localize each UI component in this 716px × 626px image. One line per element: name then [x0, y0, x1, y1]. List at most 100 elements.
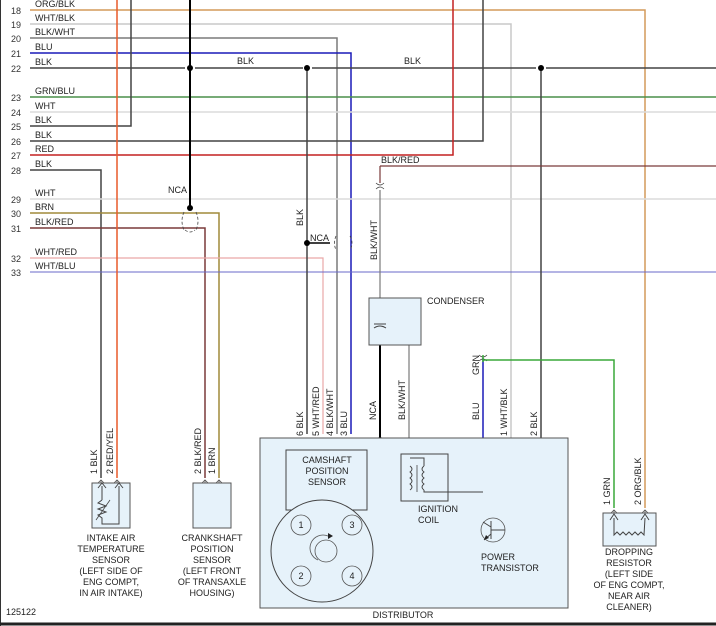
wire-30-brn — [30, 212, 220, 478]
iat-label-line-1: INTAKE AIR — [87, 533, 136, 543]
rotor-arrow-icon — [328, 533, 333, 539]
row-label-25: BLK — [35, 115, 52, 125]
wire-26-blk — [30, 0, 484, 142]
ckp-label-line-4: (LEFT FRONT — [183, 566, 242, 576]
row-number-31: 31 — [11, 224, 21, 234]
diagram-id: 125122 — [6, 607, 36, 617]
cap-terminal-2 — [290, 565, 312, 587]
label-nca-left: NCA — [168, 185, 187, 195]
row-label-23: GRN/BLU — [35, 86, 75, 96]
row-label-22: BLK — [35, 57, 52, 67]
dropping-resistor-label-line-2: RESISTOR — [606, 558, 652, 568]
label-blu: BLU — [471, 402, 481, 420]
camshaft-label-line-1: CAMSHAFT — [302, 455, 352, 465]
label-blk-vertical: BLK — [295, 209, 305, 226]
ignition-coil-label-2: COIL — [418, 515, 439, 525]
wire-18-org-blk — [30, 9, 646, 508]
dropping-resistor-label-line-3: (LEFT SIDE — [605, 569, 653, 579]
wire-25-blk — [30, 0, 132, 127]
nca-connector-left — [181, 211, 199, 233]
dropping-resistor-label-line-6: CLEANER) — [606, 602, 652, 612]
ckp-label-line-3: SENSOR — [193, 555, 232, 565]
label-bus-blk-2: BLK — [404, 56, 421, 66]
harness-rows: 18ORG/BLK19WHT/BLK20BLK/WHT21BLU22BLK23G… — [11, 0, 77, 278]
distributor-title: DISTRIBUTOR — [373, 610, 434, 620]
row-number-27: 27 — [11, 151, 21, 161]
camshaft-label-line-2: POSITION — [305, 466, 348, 476]
iat-label-line-3: SENSOR — [92, 555, 131, 565]
dr-pin2-label: 2 ORG/BLK — [633, 457, 643, 505]
row-number-26: 26 — [11, 137, 21, 147]
row-label-31: BLK/RED — [35, 217, 74, 227]
coil-primary-icon — [409, 465, 413, 491]
nca-dot-left — [187, 205, 193, 211]
rotor-icon — [314, 539, 338, 563]
label-blk-wht-vertical: BLK/WHT — [369, 219, 379, 260]
iat-label-line-4: (LEFT SIDE OF — [79, 566, 143, 576]
crankshaft-position-sensor[interactable] — [192, 482, 232, 529]
coil-wiring — [410, 457, 483, 493]
row-number-24: 24 — [11, 108, 21, 118]
wire-27-red — [30, 0, 454, 156]
row-label-30: BRN — [35, 202, 54, 212]
dist-pin-1-label: 1 WHT/BLK — [499, 388, 509, 436]
row-label-26: BLK — [35, 130, 52, 140]
splice-dot-mid — [304, 65, 310, 71]
dropping-resistor[interactable] — [602, 512, 657, 547]
thermistor-icon — [96, 482, 124, 525]
rotor-direction-icon — [309, 534, 329, 561]
ckp-label-line-1: CRANKSHAFT — [181, 533, 243, 543]
dr-pin1-label: 1 GRN — [602, 477, 612, 505]
thermistor-arrow-icon — [95, 499, 111, 521]
dist-pin-6-label: 6 BLK — [295, 411, 305, 436]
camshaft-label-line-3: SENSOR — [308, 477, 347, 487]
dropping-resistor-label-line-1: DROPPING — [605, 547, 653, 557]
iat-pin1-label: 1 BLK — [89, 449, 99, 474]
row-label-33: WHT/BLU — [35, 261, 76, 271]
distributor[interactable] — [259, 437, 569, 609]
dropping-resistor-box — [602, 512, 657, 547]
row-label-19: WHT/BLK — [35, 13, 75, 23]
row-number-19: 19 — [11, 20, 21, 30]
row-number-22: 22 — [11, 64, 21, 74]
cap-terminal-label-2: 2 — [298, 571, 303, 581]
cap-terminal-1 — [290, 514, 312, 536]
iat-pin2-label: 2 RED/YEL — [105, 428, 115, 474]
ckp-label-line-6: HOUSING) — [190, 588, 235, 598]
label-blk-red-top: BLK/RED — [381, 155, 420, 165]
row-number-25: 25 — [11, 122, 21, 132]
wire-19-wht-blk — [30, 23, 512, 455]
splice-dot-left — [187, 65, 193, 71]
row-label-24: WHT — [35, 101, 56, 111]
dropping-resistor-label-line-4: OF ENG COMPT, — [593, 580, 664, 590]
dist-pin-3-label: 3 BLU — [339, 411, 349, 436]
ckp-label-line-2: POSITION — [190, 544, 233, 554]
label-bus-blk-1: BLK — [237, 56, 254, 66]
label-nca-ground: NCA — [368, 401, 378, 420]
ckp-label-line-5: OF TRANSAXLE — [178, 577, 246, 587]
iat-label-line-6: IN AIR INTAKE) — [79, 588, 142, 598]
row-number-29: 29 — [11, 195, 21, 205]
nca-connector-mid — [334, 235, 353, 251]
ignition-coil-label-1: IGNITION — [418, 504, 458, 514]
dropping-resistor-label-line-5: NEAR AIR — [608, 591, 651, 601]
capacitor-icon — [373, 323, 387, 329]
components — [91, 297, 657, 609]
power-transistor-label-1: POWER — [481, 552, 516, 562]
condenser[interactable] — [368, 297, 422, 346]
row-label-27: RED — [35, 144, 55, 154]
wire-20-blk-wht — [30, 37, 338, 434]
row-number-28: 28 — [11, 166, 21, 176]
row-number-18: 18 — [11, 6, 21, 16]
wire-grn-resistor — [482, 355, 615, 508]
coil-secondary-icon — [421, 465, 425, 491]
inline-connector-blk-red — [375, 182, 385, 190]
cap-terminal-3 — [341, 514, 363, 536]
iat-label-line-5: ENG COMPT, — [83, 577, 139, 587]
row-number-33: 33 — [11, 268, 21, 278]
distributor-cap — [270, 499, 374, 603]
transistor-leads — [482, 521, 505, 541]
intake-air-temperature-sensor[interactable] — [91, 482, 131, 529]
row-number-20: 20 — [11, 34, 21, 44]
